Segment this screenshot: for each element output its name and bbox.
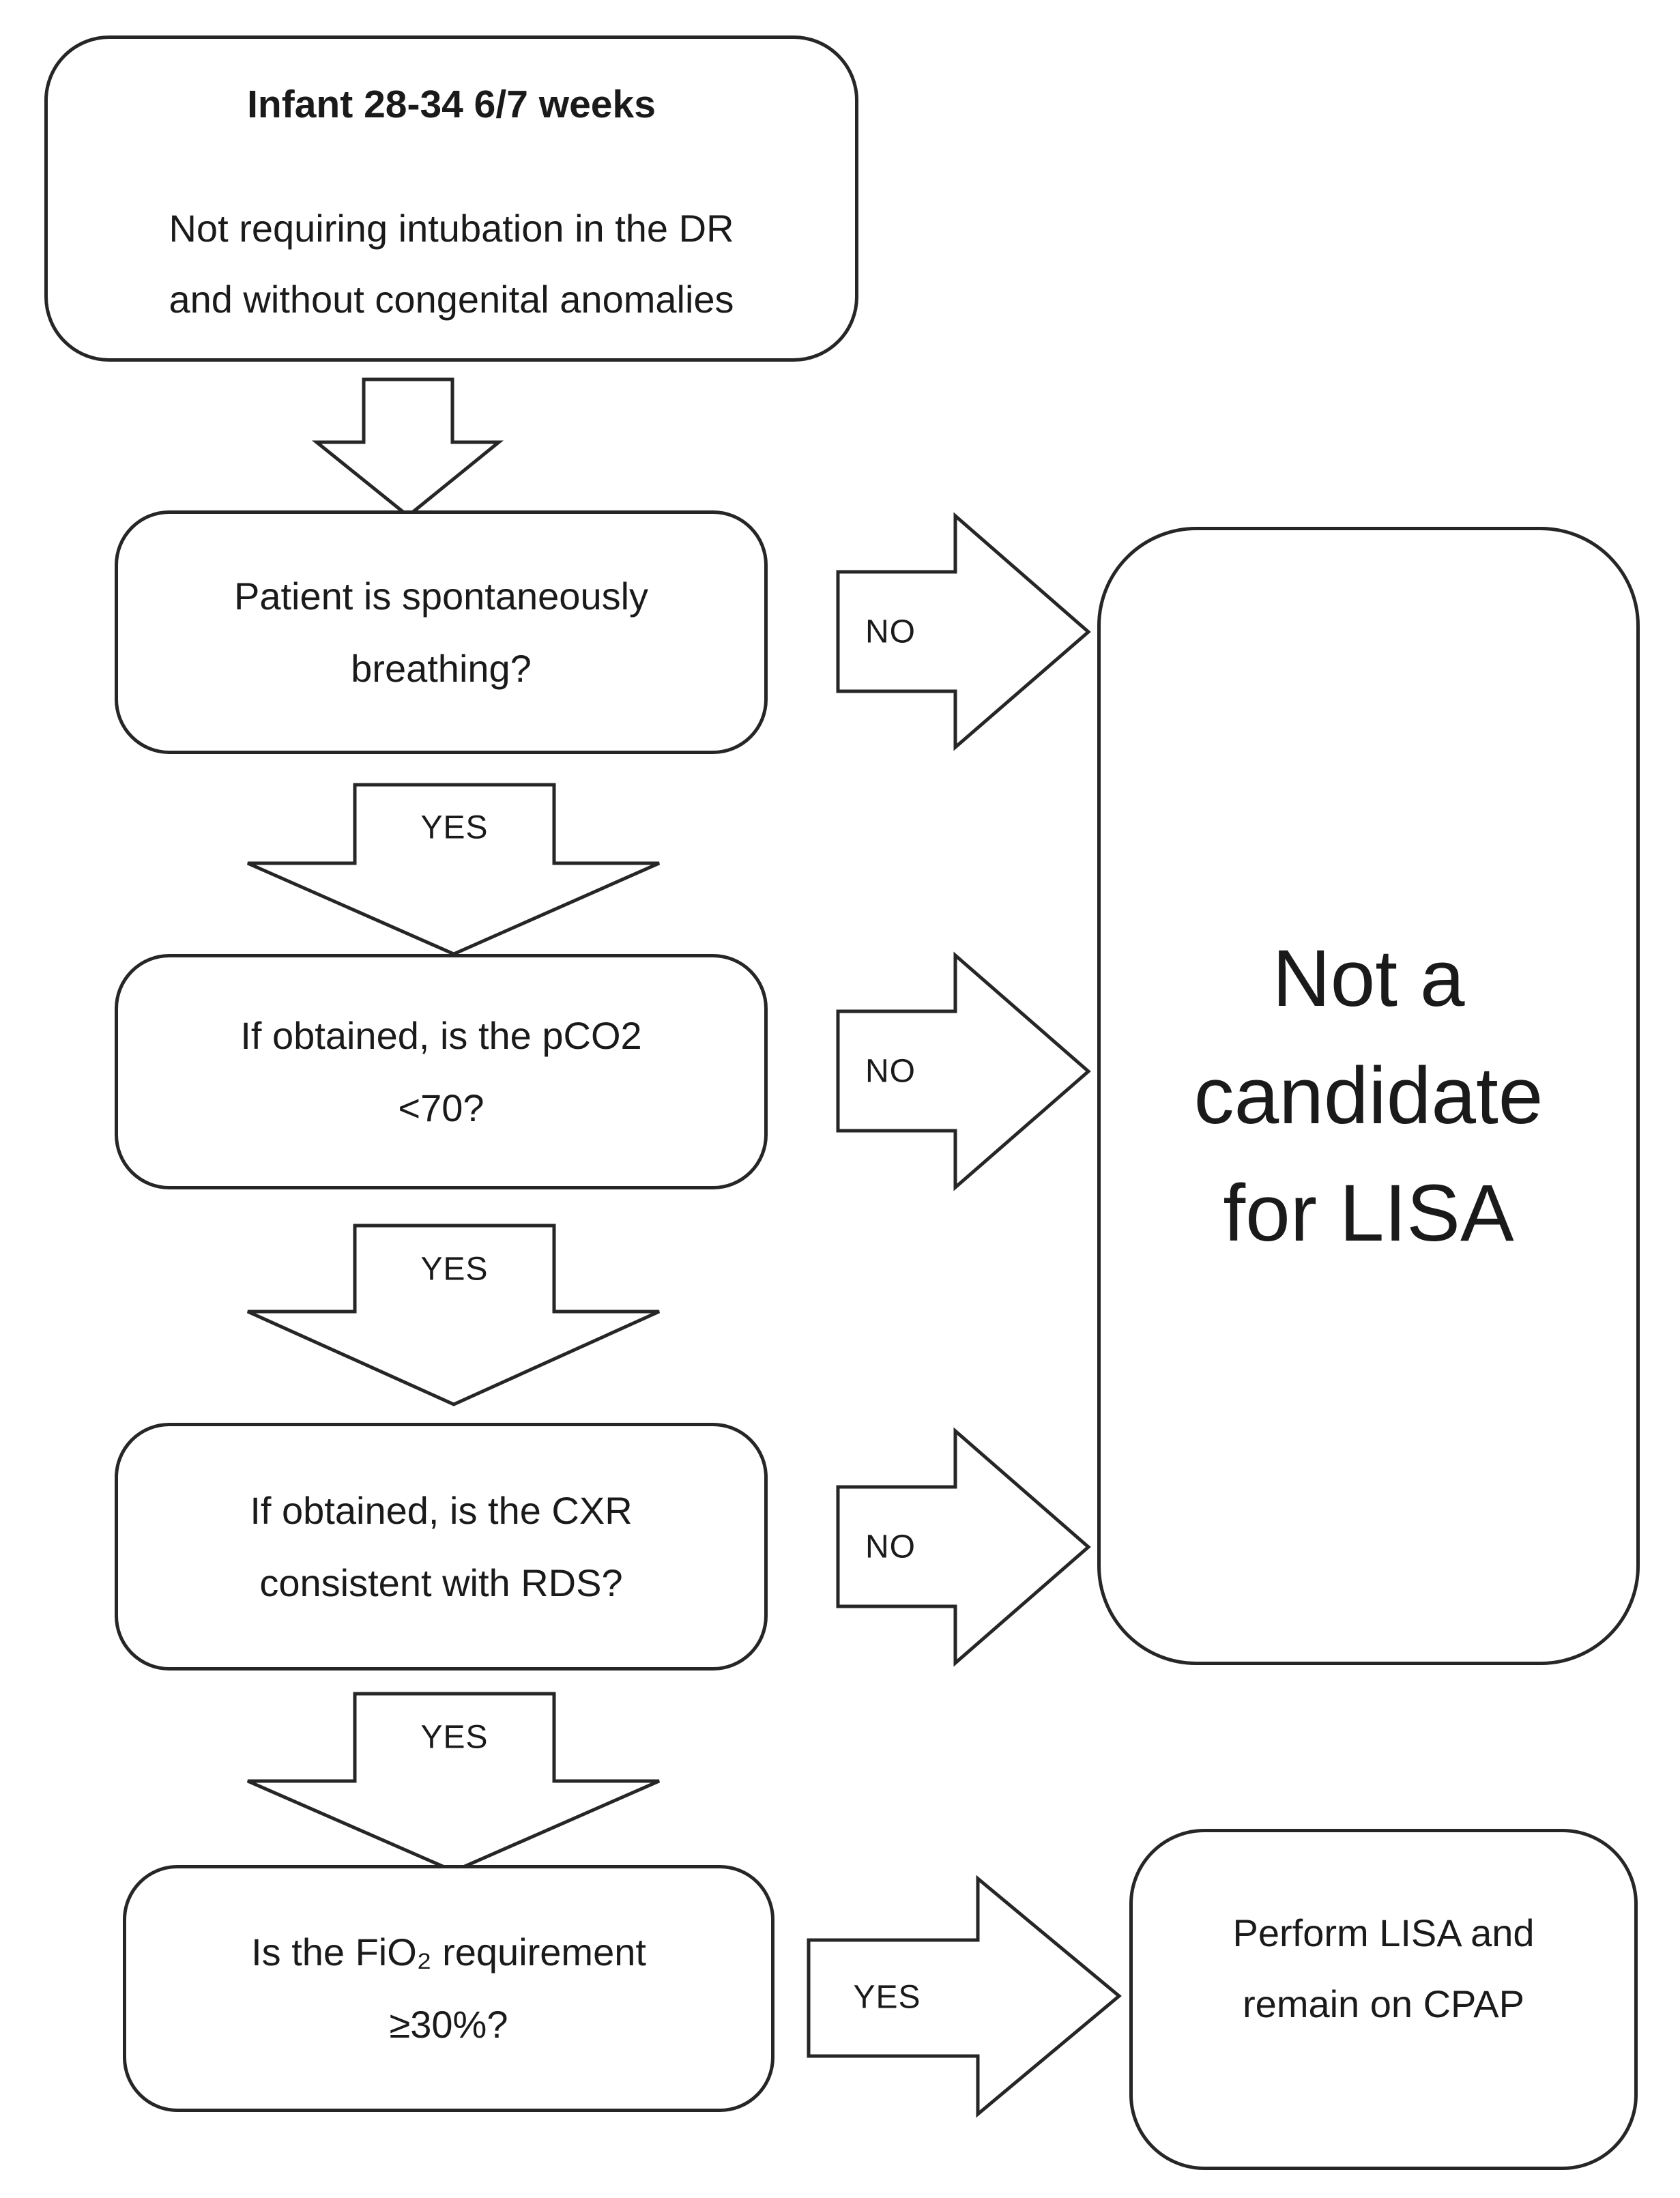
down-arrow-start bbox=[311, 377, 504, 519]
not-candidate-line-2: candidate bbox=[1193, 1051, 1544, 1141]
no-label-2: NO bbox=[865, 1053, 916, 1090]
question-fio2-line-1: Is the FiO₂ requirement bbox=[251, 1931, 646, 1973]
yes-label-2: YES bbox=[420, 1251, 489, 1288]
yes-down-arrow-2 bbox=[246, 1224, 661, 1406]
question-cxr-line-1: If obtained, is the CXR bbox=[250, 1488, 633, 1532]
question-breathing-line-2: breathing? bbox=[351, 646, 532, 690]
node-start-line-1: Not requiring intubation in the DR bbox=[169, 207, 734, 250]
yes-right-arrow bbox=[807, 1875, 1122, 2118]
yes-label-3: YES bbox=[420, 1719, 489, 1756]
node-start-line-2: and without congenital anomalies bbox=[169, 278, 734, 321]
perform-lisa-line-2: remain on CPAP bbox=[1243, 1982, 1524, 2025]
node-start-title: Infant 28-34 6/7 weeks bbox=[247, 83, 656, 126]
node-question-cxr: If obtained, is the CXR consistent with … bbox=[115, 1423, 768, 1671]
not-candidate-line-3: for LISA bbox=[1223, 1168, 1514, 1258]
yes-down-arrow-1 bbox=[246, 783, 661, 956]
no-label-3: NO bbox=[865, 1529, 916, 1565]
node-perform-lisa: Perform LISA and remain on CPAP bbox=[1129, 1829, 1638, 2170]
question-pco2-line-2: <70? bbox=[398, 1086, 484, 1129]
yes-label-right: YES bbox=[853, 1979, 921, 2016]
no-right-arrow-2 bbox=[836, 951, 1091, 1191]
question-pco2-line-1: If obtained, is the pCO2 bbox=[240, 1013, 642, 1057]
yes-down-arrow-3 bbox=[246, 1692, 661, 1873]
node-question-fio2: Is the FiO₂ requirement ≥30%? bbox=[123, 1865, 774, 2112]
no-label-1: NO bbox=[865, 613, 916, 650]
node-start: Infant 28-34 6/7 weeks Not requiring int… bbox=[44, 35, 858, 362]
yes-label-1: YES bbox=[420, 809, 489, 846]
question-fio2-line-2: ≥30%? bbox=[389, 2003, 508, 2046]
no-right-arrow-3 bbox=[836, 1427, 1091, 1667]
node-not-candidate: Not a candidate for LISA bbox=[1097, 527, 1640, 1665]
node-question-breathing: Patient is spontaneously breathing? bbox=[115, 510, 768, 754]
no-right-arrow-1 bbox=[836, 512, 1091, 751]
not-candidate-line-1: Not a bbox=[1272, 934, 1465, 1024]
question-cxr-line-2: consistent with RDS? bbox=[259, 1561, 623, 1604]
perform-lisa-line-1: Perform LISA and bbox=[1232, 1911, 1535, 1954]
question-breathing-line-1: Patient is spontaneously bbox=[233, 574, 649, 618]
node-question-pco2: If obtained, is the pCO2 <70? bbox=[115, 954, 768, 1189]
